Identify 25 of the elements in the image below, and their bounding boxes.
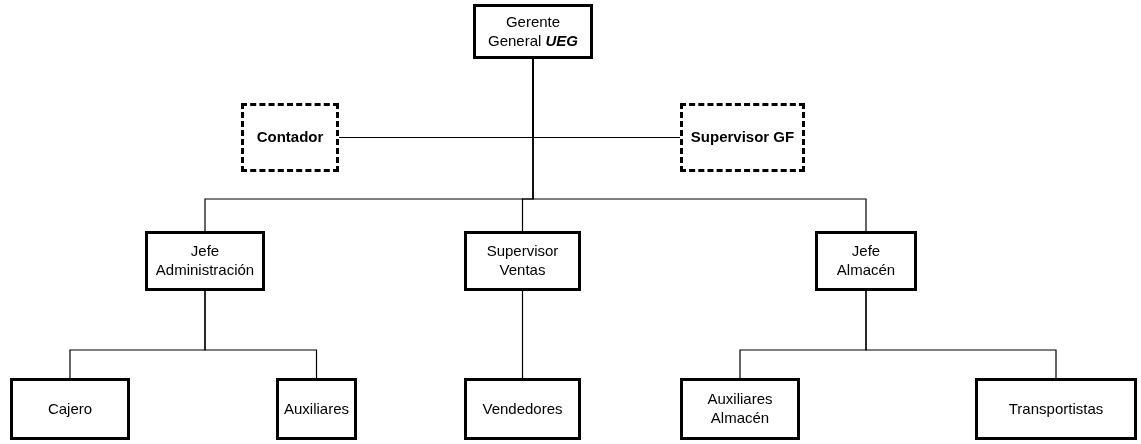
dashed-position-box [680,103,805,172]
position-title: Auxiliares Almacén [706,390,774,428]
position-title: Contador [256,128,324,147]
position-box [680,378,800,440]
position-title: Supervisor Ventas [485,242,560,280]
position-box [473,4,593,59]
position-title: Transportistas [1008,399,1104,419]
position-title: Auxiliares [284,399,349,419]
position-box [464,231,581,291]
position-title: Supervisor GF [690,128,795,147]
position-box [10,378,130,440]
position-title: Cajero [47,399,93,419]
position-box [815,231,917,291]
connector-line [204,290,318,379]
connector-line [521,290,524,379]
position-box [276,378,357,440]
position-title: Vendedores [482,399,563,419]
connector-line [865,290,1057,379]
position-box [464,378,581,440]
position-box [145,231,265,291]
position-title: Jefe Almacén [835,242,897,280]
position-box [975,378,1137,440]
position-title: Gerente General UEG [486,12,580,51]
dashed-position-box [241,103,339,172]
position-title: Jefe Administración [154,242,256,280]
